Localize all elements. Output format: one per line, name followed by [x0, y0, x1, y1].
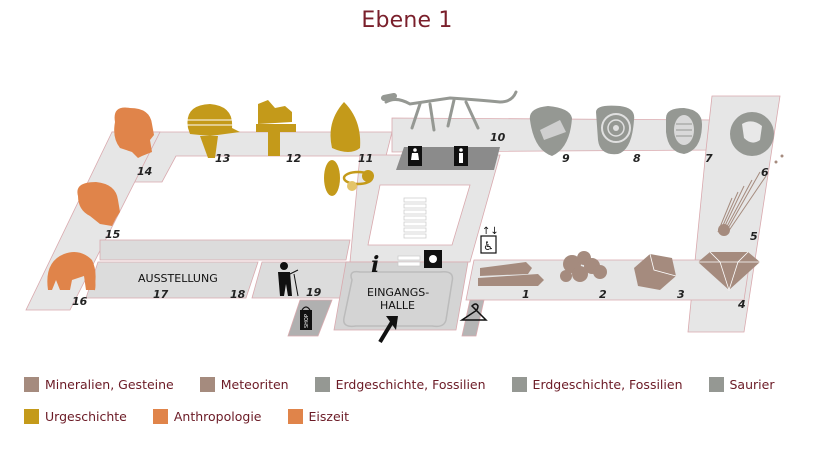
exhibition-label: AUSSTELLUNG [138, 272, 218, 285]
legend-swatch [199, 377, 215, 392]
skull-icon[interactable] [77, 182, 120, 226]
entrance-arrow-icon [378, 316, 398, 344]
globe-icon[interactable] [730, 112, 774, 156]
hall-outline [343, 270, 454, 328]
stairs [397, 197, 427, 267]
room-number-17[interactable]: 17 [153, 288, 169, 301]
room-number-15[interactable]: 15 [105, 228, 121, 241]
dinosaur-skeleton-icon[interactable] [381, 90, 518, 132]
floor-title: Ebene 1 [361, 8, 453, 33]
room-number-1[interactable]: 1 [522, 288, 530, 301]
restroom-men-icon[interactable] [454, 146, 468, 166]
legend-swatch [287, 409, 303, 424]
legend-item-anthropology: Anthropologie [152, 409, 262, 424]
legend-row-2: Urgeschichte Anthropologie Eiszeit [24, 409, 375, 424]
room-number-11[interactable]: 11 [358, 152, 373, 165]
legend-label: Erdgeschichte, Fossilien [532, 377, 683, 392]
legend-item-meteorites: Meteoriten [199, 377, 289, 392]
elderly-person-icon [278, 262, 299, 297]
room-number-4[interactable]: 4 [737, 298, 746, 311]
legend-label: Anthropologie [173, 409, 262, 424]
room-number-8[interactable]: 8 [633, 152, 641, 165]
legend-item-earth-history-1: Erdgeschichte, Fossilien [314, 377, 486, 392]
legend-swatch [511, 377, 527, 392]
legend-item-dinosaurs: Saurier [708, 377, 775, 392]
legend-label: Saurier [729, 377, 775, 392]
trilobite-icon[interactable] [666, 108, 702, 154]
mineral-cluster-icon[interactable] [560, 251, 607, 282]
legend-swatch [24, 409, 39, 424]
room-number-5[interactable]: 5 [750, 230, 758, 243]
shop-bag-icon[interactable]: SHOP [300, 306, 312, 330]
room-number-16[interactable]: 16 [72, 295, 88, 308]
room-number-14[interactable]: 14 [137, 165, 152, 178]
horse-figure-icon[interactable] [256, 100, 296, 156]
legend-item-earth-history-2: Erdgeschichte, Fossilien [511, 377, 683, 392]
venus-figurine-icon[interactable] [324, 102, 374, 196]
legend-swatch [24, 377, 39, 392]
svg-text:♿: ♿ [483, 239, 494, 253]
crystal-prisms-icon[interactable] [478, 262, 544, 286]
room-number-19[interactable]: 19 [306, 286, 322, 299]
floor-plan: SHOP ↑↓ ♿ i AUSSTELLUNG EINGANGS- HALLE … [25, 90, 784, 344]
helmet-icon[interactable] [186, 104, 240, 158]
room-number-6[interactable]: 6 [761, 166, 769, 179]
fish-fossil-icon[interactable] [529, 106, 572, 156]
room-19 [251, 261, 351, 299]
legend-label: Erdgeschichte, Fossilien [335, 377, 486, 392]
restroom-women-icon[interactable] [408, 146, 422, 166]
room-number-9[interactable]: 9 [562, 152, 570, 165]
ammonite-icon[interactable] [596, 105, 635, 155]
legend-swatch [708, 377, 724, 392]
room-number-7[interactable]: 7 [705, 152, 713, 165]
accessible-elevator-icon[interactable]: ↑↓ ♿ [480, 226, 499, 254]
legend-label: Eiszeit [308, 409, 350, 424]
room-number-13[interactable]: 13 [215, 152, 231, 165]
cloakroom-area [461, 299, 485, 337]
cloakroom-hanger-icon[interactable] [459, 303, 488, 321]
svg-text:SHOP: SHOP [304, 314, 310, 328]
room-number-12[interactable]: 12 [286, 152, 302, 165]
svg-text:↑↓: ↑↓ [482, 226, 499, 237]
stair-void [367, 184, 471, 246]
skull-icon[interactable] [114, 107, 154, 158]
legend-label: Mineralien, Gesteine [45, 377, 174, 392]
crystal-icon[interactable] [634, 253, 677, 290]
room-number-3[interactable]: 3 [677, 288, 685, 301]
hall-label-line1: EINGANGS- [367, 286, 429, 299]
meeting-point-icon[interactable] [424, 250, 442, 268]
diamond-icon[interactable] [698, 251, 760, 292]
legend-item-prehistory: Urgeschichte [24, 409, 127, 424]
legend-item-ice-age: Eiszeit [287, 409, 350, 424]
legend-swatch [152, 409, 168, 424]
room-number-2[interactable]: 2 [599, 288, 607, 301]
legend-item-minerals: Mineralien, Gesteine [24, 377, 174, 392]
meteor-icon[interactable] [717, 154, 784, 236]
room-numbers: 1 2 3 4 5 6 7 8 9 10 11 12 13 14 15 16 1… [72, 131, 769, 311]
legend-label: Meteoriten [220, 377, 289, 392]
legend-swatch [314, 377, 330, 392]
room-number-18[interactable]: 18 [230, 288, 246, 301]
legend-row-1: Mineralien, Gesteine Meteoriten Erdgesch… [24, 377, 800, 392]
mammoth-icon[interactable] [47, 252, 96, 291]
room-number-10[interactable]: 10 [490, 131, 506, 144]
info-icon[interactable]: i [371, 252, 379, 278]
hall-label-line2: HALLE [380, 299, 415, 312]
corridor-exhibition-top [99, 239, 351, 261]
legend-label: Urgeschichte [45, 409, 127, 424]
